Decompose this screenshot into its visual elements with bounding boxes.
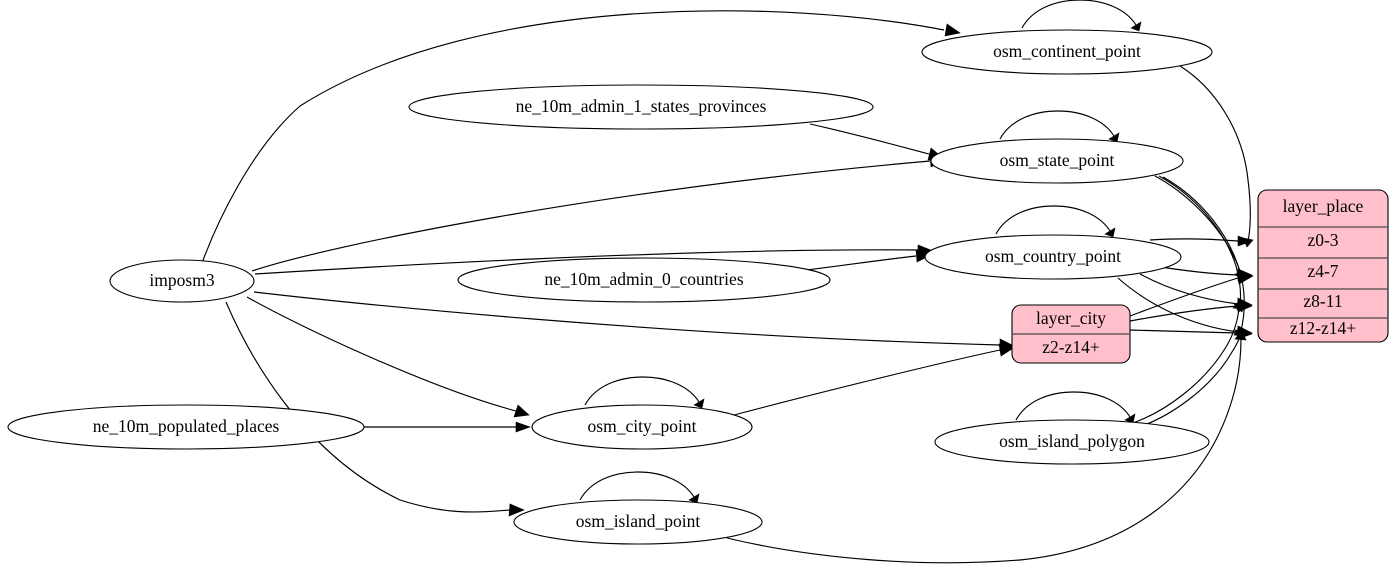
edge-imposm3-to-osm_continent_point [201, 10, 961, 264]
edge-self-osm_continent_point [1021, 0, 1142, 32]
node-imposm3[interactable]: imposm3 [109, 259, 255, 303]
node-ne_10m_admin_0_countries[interactable]: ne_10m_admin_0_countries [457, 257, 831, 303]
edge-osm_state_point-to-layer_place-z8-11 [1158, 175, 1246, 313]
edge-osm_city_point-to-layer_city [733, 343, 1016, 416]
edge-ne_countries-to-osm_country_point [789, 249, 932, 273]
edge-self-osm_country_point [995, 205, 1116, 238]
node-osm_city_point[interactable]: osm_city_point [531, 404, 753, 450]
edge-osm_island_polygon-to-layer_place-z8-11 [1129, 299, 1245, 425]
edge-ne_states-to-osm_state_point [809, 123, 944, 161]
node-layer_city[interactable]: layer_city z2-z14+ [1011, 304, 1131, 364]
edge-osm_island_point-to-layer_place-z12-z14 [726, 330, 1247, 564]
edge-imposm3-to-osm_state_point [251, 154, 947, 272]
node-osm_continent_point[interactable]: osm_continent_point [921, 29, 1213, 75]
edge-self-osm_island_polygon [1015, 391, 1136, 424]
edge-layer_city-to-layer_place-z4-7 [1129, 271, 1254, 317]
node-ne_10m_admin_1_states_provinces[interactable]: ne_10m_admin_1_states_provinces [408, 84, 874, 130]
edge-osm_continent_point-to-layer_place-z0-3 [1179, 65, 1254, 248]
node-osm_island_polygon[interactable]: osm_island_polygon [934, 419, 1210, 465]
edge-osm_country_point-to-layer_place-z0-3 [1149, 235, 1253, 247]
node-osm_state_point[interactable]: osm_state_point [930, 138, 1184, 184]
nodes-layer: imposm3 ne_10m_admin_1_states_provinces … [7, 29, 1389, 545]
edge-self-osm_city_point [584, 376, 705, 409]
edge-self-osm_island_point [579, 471, 700, 504]
node-osm_country_point[interactable]: osm_country_point [924, 234, 1182, 280]
node-ne_10m_populated_places[interactable]: ne_10m_populated_places [7, 404, 365, 450]
node-layer_place[interactable]: layer_place z0-3 z4-7 z8-11 z12-z14+ [1257, 189, 1389, 343]
node-osm_island_point[interactable]: osm_island_point [513, 499, 763, 545]
edge-imposm3-to-osm_city_point [246, 296, 530, 418]
edge-osm_country_point-to-layer_place-z12-z14 [1117, 277, 1253, 339]
edge-self-osm_state_point [999, 110, 1120, 143]
edge-imposm3-to-osm_island_point [225, 301, 525, 517]
edge-ne_populated-to-osm_city_point [363, 421, 531, 433]
